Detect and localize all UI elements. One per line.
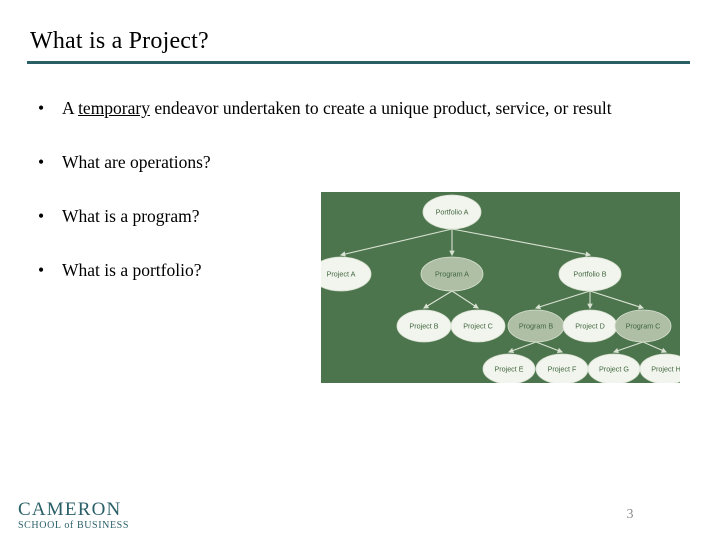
hierarchy-svg: Portfolio A Project A Program A Portfolio B… [321, 192, 680, 383]
list-item: • What are operations? [30, 150, 670, 174]
connector-program-c-to-project-h [642, 341, 668, 353]
node-shape [321, 256, 372, 292]
bullet-text-pre: A [62, 98, 79, 118]
node-shape [639, 353, 680, 383]
bullet-marker-icon: • [38, 152, 45, 172]
diagram-node-project-f: Project F [535, 353, 589, 383]
diagram-node-project-e: Project E [482, 353, 536, 383]
list-item: • A temporary endeavor undertaken to cre… [30, 96, 687, 120]
bullet-text-pre: What is a portfolio? [62, 260, 202, 280]
bullet-marker-icon: • [38, 206, 45, 226]
node-shape [422, 194, 482, 230]
bullet-text-emphasis: temporary [78, 98, 150, 118]
diagram-node-portfolio-b: Portfolio B [558, 256, 622, 292]
node-shape [614, 309, 672, 343]
connector-program-a-to-project-b [423, 290, 453, 309]
node-shape [450, 309, 506, 343]
bullet-marker-icon: • [38, 98, 45, 118]
diagram-node-program-c: Program C [614, 309, 672, 343]
page-title: What is a Project? [30, 28, 209, 54]
diagram-node-project-g: Project G [587, 353, 641, 383]
node-label: Project C [463, 321, 493, 330]
title-divider [27, 61, 690, 64]
node-label: Program B [519, 321, 554, 330]
connector-program-b-to-project-f [535, 341, 564, 353]
node-label: Project E [494, 364, 523, 373]
node-label: Project B [409, 321, 438, 330]
diagram-background [321, 192, 680, 383]
list-item: • What is a program? [30, 204, 670, 228]
portfolio-hierarchy-diagram: Portfolio A Project A Program A Portfolio B… [321, 192, 680, 383]
bullet-marker-icon: • [38, 260, 45, 280]
node-label: Project H [651, 364, 680, 373]
cameron-school-logo: CAMERON SCHOOL of BUSINESS [18, 500, 129, 531]
logo-wordmark: CAMERON [18, 499, 122, 520]
connector-portfolio-a-to-portfolio-b [451, 228, 592, 257]
bullet-text-pre: What is a program? [62, 206, 200, 226]
node-label: Project D [575, 321, 605, 330]
diagram-node-project-h: Project H [639, 353, 680, 383]
page-number: 3 [626, 507, 634, 522]
connector-portfolio-b-to-program-c [589, 290, 645, 310]
node-shape [482, 353, 536, 383]
connector-program-b-to-project-e [507, 341, 537, 354]
logo-tagline: SCHOOL of BUSINESS [18, 520, 130, 531]
connector-program-a-to-project-c [451, 290, 479, 309]
list-item: • What is a portfolio? [30, 258, 670, 282]
bullet-text-pre: What are operations? [62, 152, 211, 172]
diagram-node-project-d: Project D [562, 309, 618, 343]
node-label: Program A [435, 269, 469, 278]
bullet-list: • A temporary endeavor undertaken to cre… [30, 96, 670, 282]
node-label: Program C [626, 321, 661, 330]
diagram-node-portfolio-a: Portfolio A [422, 194, 482, 230]
diagram-node-project-c: Project C [450, 309, 506, 343]
node-shape [420, 256, 484, 292]
node-label: Portfolio B [573, 269, 606, 278]
diagram-node-project-b: Project B [396, 309, 452, 343]
diagram-node-project-a: Project A [321, 256, 372, 292]
connector-portfolio-a-to-project-a [339, 228, 453, 257]
node-label: Project A [327, 269, 356, 278]
bullet-text-post: endeavor undertaken to create a unique p… [149, 98, 612, 118]
connector-portfolio-b-to-program-b [534, 290, 591, 310]
node-label: Project F [548, 364, 577, 373]
node-layer: Portfolio A Project A Program A Portfolio B… [321, 194, 680, 383]
node-shape [558, 256, 622, 292]
node-label: Project G [599, 364, 629, 373]
diagram-node-program-b: Program B [507, 309, 565, 343]
connector-program-c-to-project-g [612, 341, 644, 354]
edge-layer [339, 228, 668, 354]
diagram-node-program-a: Program A [420, 256, 484, 292]
node-label: Portfolio A [436, 207, 469, 216]
